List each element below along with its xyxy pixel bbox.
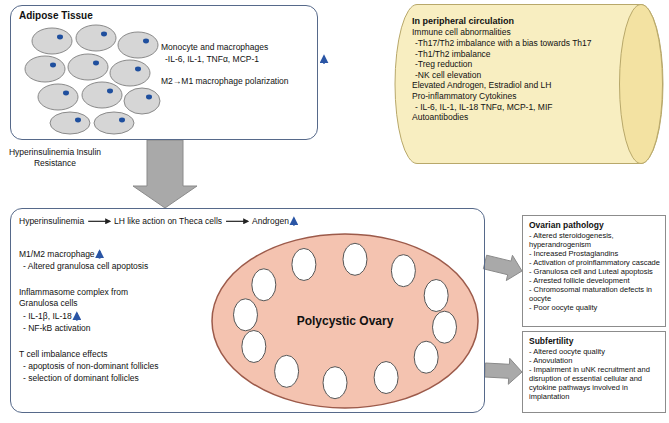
body-text: -Th17/Th2 imbalance with a bias towards … (412, 38, 617, 49)
body-text: - IL-6, IL-1, IL-18 TNFα, MCP-1, MIF (412, 102, 617, 113)
body-text: Monocyte and macrophages (161, 42, 319, 53)
follicle (343, 243, 367, 275)
heading-text: Adipose Tissue (19, 10, 93, 23)
follicle (252, 269, 276, 301)
follicle (424, 280, 448, 312)
block-arrow (133, 140, 197, 208)
nucleus (146, 95, 152, 100)
leads-to-arrow (226, 221, 248, 222)
body-text: -IL-6, IL-1, TNFα, MCP-1 (165, 54, 319, 65)
heading-text: In peripheral circulation (412, 16, 617, 27)
cylinder-end (620, 5, 663, 164)
body-text: - Impairment in uNK recruitment and disr… (529, 365, 660, 401)
body-text: - Activation of proinflammatory cascade (529, 258, 660, 267)
nucleus (143, 39, 149, 44)
nucleus (75, 118, 81, 123)
fat-cell (68, 54, 108, 80)
body-text: T cell imbalance effects (19, 349, 108, 360)
outcome-box: Subfertility- Altered oocyte quality- An… (522, 331, 666, 413)
body-text: - selection of dominant follicles (23, 373, 208, 384)
fat-cell-nuclei (50, 32, 152, 123)
body-text: - Increased Prostaglandins (529, 249, 660, 258)
increase-arrow (99, 251, 101, 259)
fat-cell (94, 112, 134, 134)
follicle (292, 248, 316, 280)
nucleus (50, 63, 56, 68)
body-text: LH like action on Theca cells (114, 216, 222, 227)
body-text: Pro-inflammatory Cytokines (412, 91, 617, 102)
fat-cell-bodies (25, 25, 160, 134)
increase-arrow (293, 218, 295, 226)
block-arrow (483, 255, 522, 280)
fat-cell (110, 60, 150, 86)
body-text: -NK cell elevation (412, 70, 617, 81)
body-text: - IL-1β, IL-18 (23, 311, 72, 322)
body-text: - NF-kB activation (23, 323, 91, 334)
cylinder-body (395, 5, 663, 164)
body-text: - Altered granulosa cell apoptosis (23, 261, 208, 272)
fat-cell (32, 28, 72, 54)
circulation-cylinder: In peripheral circulationImmune cell abn… (395, 4, 663, 164)
fat-cell (50, 112, 90, 134)
follicle (242, 330, 266, 362)
increase-arrow (323, 56, 325, 64)
follicle (433, 311, 457, 343)
nucleus (135, 67, 141, 72)
follicle (391, 255, 415, 287)
body-text: Elevated Androgen, Estradiol and LH (412, 80, 617, 91)
ovary-outline (212, 234, 478, 408)
follicle (374, 362, 398, 394)
nucleus (93, 61, 99, 66)
heading-text: Polycystic Ovary (297, 314, 394, 329)
nucleus (107, 89, 113, 94)
body-text: Androgen (252, 216, 289, 227)
body-text: - Altered steroidogenesis, hyperandrogen… (529, 231, 660, 249)
follicle (323, 367, 347, 399)
body-text: -Treg reduction (412, 59, 617, 70)
leads-to-arrow (88, 221, 110, 222)
fat-cells (25, 25, 160, 134)
heading-text: Subfertility (529, 336, 660, 347)
body-text: Autoantibodies (412, 112, 617, 123)
follicle (414, 341, 438, 373)
body-text: - Chromosomal maturation defects in oocy… (529, 285, 660, 303)
fat-cell (38, 84, 78, 110)
fat-cell (76, 25, 116, 51)
heading-text: Ovarian pathology (529, 220, 660, 231)
body-text: -Th1/Th2 imbalance (412, 49, 617, 60)
body-text: Immune cell abnormalities (412, 27, 617, 38)
fat-cell (25, 56, 65, 82)
body-text: - Poor oocyte quality (529, 303, 660, 312)
adipose-box: Adipose TissueMonocyte and macrophages-I… (10, 5, 318, 140)
body-text: M1/M2 macrophage (19, 249, 95, 260)
outcome-box: Ovarian pathology- Altered steroidogenes… (522, 215, 666, 327)
nucleus (57, 35, 63, 40)
body-text: - Anovulation (529, 356, 660, 365)
fat-cell (124, 88, 160, 114)
body-text: - Arrested follicle development (529, 276, 660, 285)
body-text: - Granulosa cell and Luteal apoptosis (529, 267, 660, 276)
follicle (275, 355, 299, 387)
heading-text: Hyperinsulinemia (19, 216, 84, 227)
fat-cell (82, 82, 122, 108)
nucleus (63, 91, 69, 96)
body-text: - Altered oocyte quality (529, 347, 660, 356)
ovary-mechanism-box: Hyperinsulinemia LH like action on Theca … (10, 208, 485, 413)
fat-cell (118, 32, 158, 58)
follicle (233, 299, 257, 331)
increase-arrow (76, 313, 78, 321)
nucleus (119, 118, 125, 123)
nucleus (101, 32, 107, 37)
body-text: M2→M1 macrophage polarization (161, 76, 319, 87)
body-text: Inflammasome complex from Granulosa cell… (19, 287, 147, 308)
block-arrow (485, 358, 522, 384)
body-text: - apoptosis of non-dominant follicles (23, 361, 208, 372)
body-text: Hyperinsulinemia Insulin Resistance (7, 147, 103, 168)
ovary-ellipse: Polycystic Ovary (211, 233, 479, 409)
